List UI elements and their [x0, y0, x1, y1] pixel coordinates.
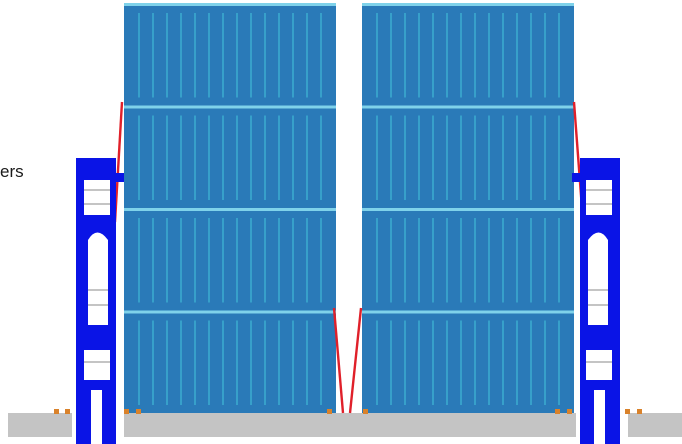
container-box	[124, 208, 336, 311]
fitting	[54, 409, 59, 414]
container-box	[362, 208, 574, 311]
lashing-bridge-left	[76, 158, 124, 444]
fitting	[555, 409, 560, 414]
fitting	[65, 409, 70, 414]
deck-left	[8, 413, 72, 437]
fitting	[567, 409, 572, 414]
lashing-rod-center-2	[348, 307, 363, 414]
fitting	[637, 409, 642, 414]
container-box	[124, 310, 336, 413]
lashing-bridge-frame	[76, 158, 124, 444]
lashing-rods	[113, 101, 585, 414]
container-stacks	[124, 3, 574, 413]
lashing-rod-center-1	[332, 307, 345, 414]
lashing-bridge-right	[572, 158, 620, 444]
fitting	[625, 409, 630, 414]
fitting	[327, 409, 332, 414]
fitting	[136, 409, 141, 414]
fitting	[363, 409, 368, 414]
container-box	[124, 3, 336, 106]
deck-right	[628, 413, 682, 437]
partial-text-label: ers	[0, 162, 24, 181]
deck-center	[124, 413, 576, 437]
container-box	[124, 105, 336, 208]
container-box	[362, 310, 574, 413]
fitting	[124, 409, 129, 414]
lashing-bridge-frame	[572, 158, 620, 444]
container-box	[362, 105, 574, 208]
corner-fittings	[54, 409, 642, 414]
container-box	[362, 3, 574, 106]
lashing-rod-left	[113, 101, 124, 223]
